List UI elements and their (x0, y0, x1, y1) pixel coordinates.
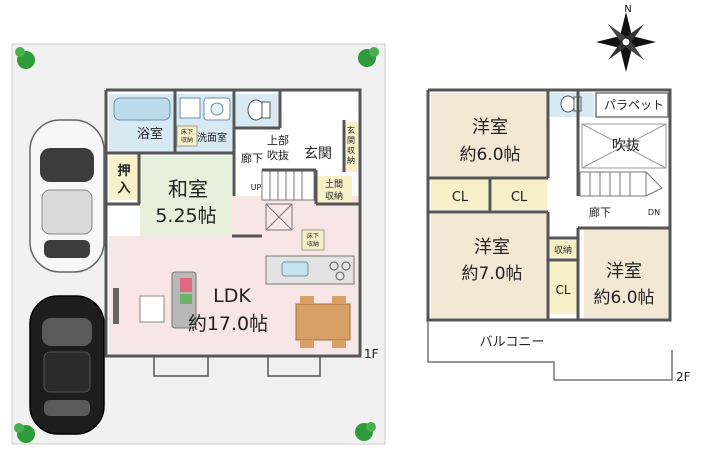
western-room-2 (431, 214, 547, 318)
balcony-outline (427, 320, 673, 381)
upper-atrium-label-b: 吹抜 (267, 148, 289, 162)
dining-table-icon (295, 296, 351, 348)
western-1-name: 洋室 (472, 117, 508, 138)
western-2-name: 洋室 (474, 237, 510, 258)
oshiire-label-b: 入 (117, 181, 130, 196)
washitsu-name: 和室 (168, 177, 208, 201)
dn-mark: DN (648, 208, 660, 217)
western-3-name: 洋室 (606, 261, 642, 282)
cl-left-label: CL (452, 190, 469, 205)
western-room-1 (431, 93, 547, 177)
closet-small (549, 262, 577, 314)
walls-1f (104, 88, 362, 358)
underfloor-storage-label-2b: 収納 (307, 240, 319, 248)
cl-small-label: CL (555, 283, 570, 297)
hallway-1f-label: 廊下 (241, 151, 263, 165)
labels-2f: 洋室 約6.0帖 パラペット 吹抜 CL CL 廊下 DN 洋室 約7.0帖 収… (452, 98, 691, 384)
bath-label: 浴室 (137, 126, 163, 142)
atrium-2f (581, 123, 667, 169)
up-mark: UP (251, 183, 262, 192)
oshiire-label-a: 押 (117, 163, 130, 179)
entrance-label: 玄関 (304, 145, 332, 162)
upper-atrium-label-a: 上部 (267, 133, 289, 147)
sofa-icon (139, 271, 197, 329)
doma-storage-label-b: 収納 (325, 190, 343, 202)
labels-1f: 浴室 洗面室 床下 収納 押 入 和室 5.25帖 上部 吹抜 廊下 玄関 玄 … (117, 125, 378, 361)
doma-storage (316, 176, 352, 204)
parapet-area (595, 92, 669, 118)
storage-2f (549, 240, 577, 258)
ldk-name: LDK (213, 285, 251, 307)
oshiire-closet (109, 156, 139, 200)
black-car-icon (29, 295, 105, 435)
closet-mid (492, 180, 547, 210)
western-3-size: 約6.0帖 (593, 288, 654, 308)
closet-left (431, 180, 489, 210)
walls-2f (426, 88, 672, 322)
underfloor-storage-label-1a: 床下 (181, 128, 193, 136)
western-1-size: 約6.0帖 (459, 145, 520, 165)
parapet-label: パラペット (604, 98, 664, 112)
ldk-size: 約17.0帖 (188, 313, 268, 335)
hallway-2f-label: 廊下 (589, 205, 611, 219)
compass-north-label: N (624, 4, 631, 15)
plant-icon (14, 47, 379, 443)
storage-2f-label: 収納 (554, 244, 572, 256)
entrance-storage (344, 122, 358, 172)
stairs-2f (579, 171, 663, 197)
white-car-icon (29, 119, 105, 273)
stairs-1f (261, 169, 315, 201)
kitchen-counter (265, 255, 355, 285)
entrance-storage-label-2: 関 (347, 136, 355, 145)
entrance-storage-label-1: 玄 (347, 125, 355, 135)
underfloor-storage-label-1b: 収納 (181, 136, 193, 144)
washitsu-room (140, 156, 232, 236)
balcony-label: バルコニー (480, 335, 545, 350)
doma-storage-label-a: 土間 (325, 178, 343, 190)
cl-mid-label: CL (511, 190, 528, 205)
compass-icon: N (596, 4, 656, 72)
floor1-label: 1F (364, 347, 379, 361)
washroom-label: 洗面室 (197, 131, 227, 144)
western-room-3 (584, 228, 668, 318)
atrium-label: 吹抜 (612, 138, 640, 154)
entrance-storage-label-3: 収 (347, 145, 355, 155)
washitsu-size: 5.25帖 (155, 205, 216, 227)
floor2-label: 2F (676, 370, 691, 384)
underfloor-storage-label-2a: 床下 (307, 232, 319, 240)
entrance-storage-label-4: 納 (347, 155, 355, 165)
western-2-size: 約7.0帖 (461, 264, 522, 284)
